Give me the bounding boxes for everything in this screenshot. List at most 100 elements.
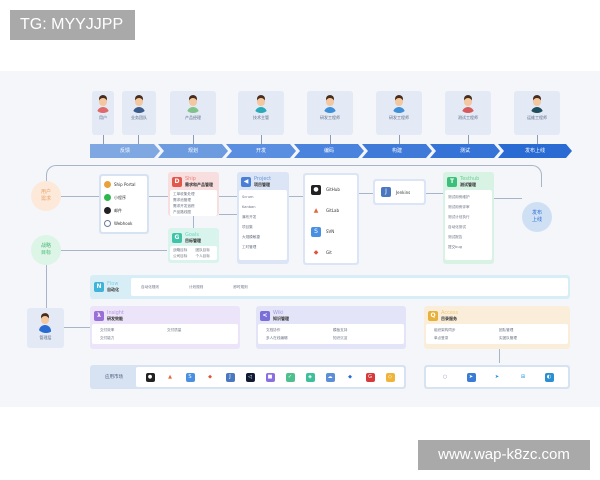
repo-gitlab[interactable]: ▲ GitLab: [305, 200, 357, 221]
stage-build: 构建: [362, 144, 432, 158]
vscode-icon[interactable]: ◁: [245, 372, 255, 382]
connector: [103, 135, 104, 144]
project-card[interactable]: ◀ Project 项目管理 Scrum Kanban 瀑布开发 项目集 大规模…: [237, 172, 289, 264]
g-icon[interactable]: G: [365, 372, 375, 382]
watermark-tag: TG: MYYJJPP: [10, 10, 135, 40]
avatar-icon: [252, 95, 270, 113]
insight-card[interactable]: λ Insight 研发效能 交付效率 交付质量 交付能力: [90, 306, 240, 349]
stage-testing: 测试: [430, 144, 500, 158]
app-purple-icon[interactable]: ■: [265, 372, 275, 382]
avatar-icon: [94, 95, 112, 113]
wiki-logo-icon: <: [260, 311, 270, 321]
github-icon: ●: [311, 184, 321, 195]
jenkins-icon[interactable]: J: [225, 372, 235, 382]
miniprogram-icon: [104, 194, 111, 201]
repo-git[interactable]: ◆ Git: [305, 242, 357, 263]
connector: [46, 265, 47, 313]
gitlab-icon: ▲: [311, 205, 321, 216]
role-product-manager: 产品经理: [170, 91, 216, 135]
connector: [330, 135, 331, 144]
channel-ship-portal[interactable]: Ship Portal: [101, 178, 147, 191]
stage-coding: 编码: [294, 144, 364, 158]
app-market-bar: 应用市场 ● ▲ S ◆ J ◁ ■ ✓ ◈ ☁ ◆ G ◇: [90, 365, 406, 389]
devops-diagram: 用户 业务团队 产品经理 技术主管 研发工程师 研发工程师 测试工程师 运维工程…: [0, 71, 600, 407]
svn-icon[interactable]: S: [185, 372, 195, 382]
app-market-label: 应用市场: [105, 375, 123, 380]
webhook-icon: [104, 220, 111, 227]
testhub-card[interactable]: T Testhub 测试管理 测试用例维护 测试用例评审 测试计划执行 自动化测…: [443, 172, 494, 264]
connector: [537, 135, 538, 144]
insight-logo-icon: λ: [94, 311, 104, 321]
wechat-icon[interactable]: ○: [440, 372, 450, 382]
avatar-icon: [184, 95, 202, 113]
watermark-url: www.wap-k8zc.com: [418, 440, 590, 470]
git-icon[interactable]: ◆: [205, 372, 215, 382]
role-user: 用户: [92, 91, 114, 135]
strategy-goal-circle: 战略 目标: [31, 235, 61, 265]
access-card[interactable]: Q Access 目录服务 组织架构同步 团队管理 单点登录 实团队管理: [424, 306, 570, 349]
role-dev-engineer-2: 研发工程师: [376, 91, 422, 135]
connector: [61, 250, 167, 251]
access-logo-icon: Q: [428, 311, 438, 321]
avatar-icon: [459, 95, 477, 113]
goals-card[interactable]: G Goals 目标管理 战略目标 团队目标 公司目标 个人目标: [168, 228, 219, 263]
code-repos-card: ● GitHub ▲ GitLab S SVN ◆ Git: [303, 173, 359, 265]
connector: [261, 135, 262, 144]
shield-icon[interactable]: ◈: [305, 372, 315, 382]
svn-icon: S: [311, 226, 321, 237]
diamond-icon[interactable]: ◆: [345, 372, 355, 382]
role-business-team: 业务团队: [122, 91, 156, 135]
jenkins-icon: J: [381, 187, 391, 197]
check-icon[interactable]: ✓: [285, 372, 295, 382]
connector: [61, 196, 100, 197]
connector: [499, 349, 500, 363]
connector: [138, 135, 139, 144]
chrome-icon: [104, 181, 111, 188]
clients-bar: ○ ➤ ➤ ⊞ ◐: [424, 365, 570, 389]
role-qa-engineer: 测试工程师: [445, 91, 491, 135]
avatar-icon: [321, 95, 339, 113]
user-need-circle: 用户 需求: [31, 181, 61, 211]
windows-icon[interactable]: ⊞: [518, 372, 528, 382]
connector: [426, 193, 443, 194]
app-icon[interactable]: ◐: [544, 372, 554, 382]
sketch-icon[interactable]: ◇: [385, 372, 395, 382]
connector: [219, 214, 237, 215]
role-ops-engineer: 运维工程师: [514, 91, 560, 135]
flow-logo-icon: N: [94, 282, 104, 292]
cloud-icon[interactable]: ☁: [325, 372, 335, 382]
avatar-icon: [390, 95, 408, 113]
role-dev-engineer: 研发工程师: [307, 91, 353, 135]
role-management: 管理层: [27, 308, 64, 348]
connector: [219, 196, 237, 197]
avatar-icon: [130, 95, 148, 113]
jenkins-card[interactable]: J Jenkins: [373, 179, 426, 205]
stage-development: 开发: [226, 144, 296, 158]
repo-svn[interactable]: S SVN: [305, 221, 357, 242]
connector: [149, 196, 168, 197]
flow-bar[interactable]: N Flow 自动化 自动化规则 计划规则 即时规则: [90, 275, 570, 299]
github-icon[interactable]: ●: [145, 372, 155, 382]
repo-github[interactable]: ● GitHub: [305, 179, 357, 200]
connector: [399, 135, 400, 144]
stage-release: 发布上线: [498, 144, 572, 158]
stage-feedback: 反馈: [90, 144, 160, 158]
ship-card[interactable]: D Ship 需求和产品管理 工单收集处理 需求池管理 需求开发追踪 产品路线图: [168, 172, 219, 216]
connector: [468, 135, 469, 144]
connector: [494, 198, 522, 199]
release-circle: 发布 上线: [522, 202, 552, 232]
channel-miniprogram[interactable]: 小程序: [101, 191, 147, 204]
role-tech-lead: 技术主管: [238, 91, 284, 135]
connector: [193, 135, 194, 144]
feishu-icon[interactable]: ➤: [466, 372, 476, 382]
channel-webhook[interactable]: Webhook: [101, 217, 147, 230]
connector: [193, 216, 194, 228]
gitlab-icon[interactable]: ▲: [165, 372, 175, 382]
wiki-card[interactable]: < Wiki 知识管理 文档协作 模板支持 多人在线编辑 知识沉淀: [256, 306, 406, 349]
avatar-icon: [36, 313, 56, 333]
connector: [62, 327, 90, 328]
feedback-loop-line: [46, 165, 542, 187]
dingtalk-icon[interactable]: ➤: [492, 372, 502, 382]
channel-mail[interactable]: 邮件: [101, 204, 147, 217]
connector: [289, 196, 303, 197]
